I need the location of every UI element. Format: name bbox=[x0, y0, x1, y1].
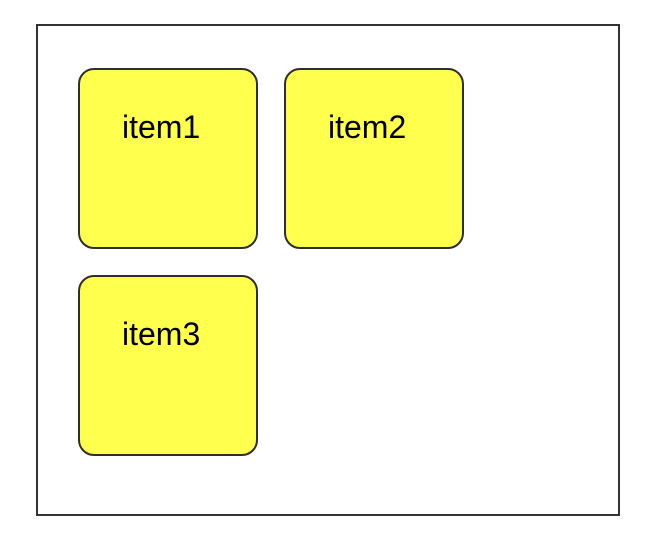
item-card-2[interactable]: item2 bbox=[284, 68, 464, 249]
item-label: item2 bbox=[328, 109, 407, 145]
items-container: item1 item2 item3 bbox=[36, 24, 620, 516]
item-label: item3 bbox=[122, 316, 201, 352]
item-card-1[interactable]: item1 bbox=[78, 68, 258, 249]
item-card-3[interactable]: item3 bbox=[78, 275, 258, 456]
item-label: item1 bbox=[122, 109, 201, 145]
